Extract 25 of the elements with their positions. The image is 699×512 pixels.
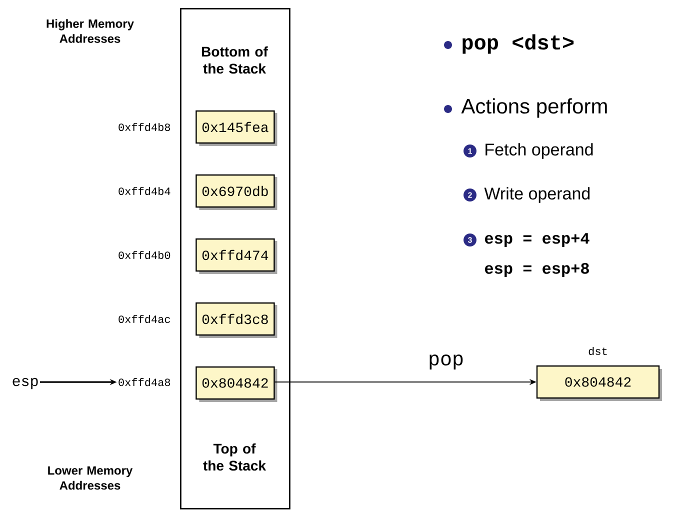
bullet-item: pop <dst>: [462, 34, 574, 54]
memory-address: 0xffd4ac: [118, 314, 170, 324]
memory-address: 0xffd4b8: [118, 122, 170, 132]
axis-label: Higher Memory Addresses: [46, 19, 134, 43]
list-item: esp = esp+8: [485, 263, 589, 278]
edge-label: pop: [430, 354, 463, 370]
axis-label: Lower Memory Addresses: [48, 466, 133, 490]
destination-box: 0x804842: [536, 365, 662, 401]
memory-address: 0xffd4b4: [118, 186, 170, 196]
stack-cell: 0xffd474: [196, 238, 278, 274]
stack-cell: 0x6970db: [196, 174, 278, 210]
memory-address: 0xffd4a8: [118, 378, 170, 386]
stack-cell: 0x804842: [196, 366, 278, 402]
list-number: 3: [464, 234, 476, 246]
box-caption: dst: [588, 346, 607, 356]
list-number: 2: [464, 188, 476, 202]
list-number: 1: [464, 144, 476, 158]
bullet-item: Actions perform: [461, 98, 607, 118]
list-item: Write operand: [484, 187, 590, 203]
memory-address: 0xffd4b0: [118, 250, 170, 260]
list-item: esp = esp+4: [485, 233, 590, 247]
stack-cell: 0x145fea: [196, 110, 278, 146]
register-name: esp: [12, 378, 38, 390]
stack-cell: 0xffd3c8: [196, 302, 278, 338]
list-item: Fetch operand: [486, 143, 593, 159]
